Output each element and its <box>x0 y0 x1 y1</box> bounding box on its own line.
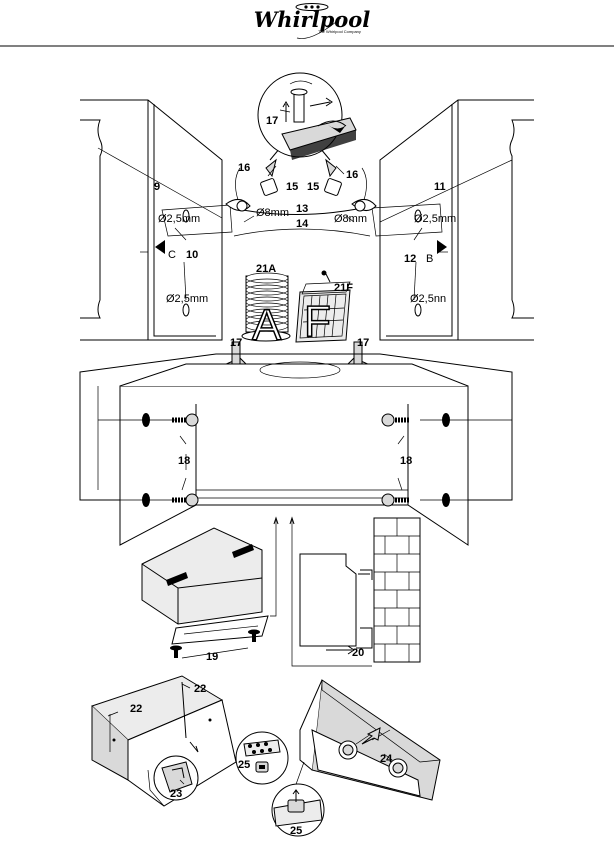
callout-labels: 17 16 16 15 15 9 11 13 14 10 12 21A 21F … <box>130 115 446 837</box>
hood-rear-view <box>91 675 237 807</box>
callout-16-left: 16 <box>238 162 250 174</box>
callout-21f: 21F <box>334 282 353 294</box>
side-letter-b: B <box>426 253 433 265</box>
callout-21a: 21A <box>256 263 276 275</box>
callout-15-left: 15 <box>286 181 298 193</box>
callout-11: 11 <box>434 181 446 193</box>
carbon-filter-letter: A <box>252 301 282 350</box>
grease-filter-clip-detail-a <box>235 731 289 785</box>
callout-17-right: 17 <box>357 337 369 349</box>
callout-13: 13 <box>296 203 308 215</box>
right-wall-cabinet <box>371 99 534 341</box>
callout-18-right: 18 <box>400 455 412 467</box>
brand-name: Whirlpool <box>254 7 371 32</box>
hood-cover-assembly <box>141 516 279 659</box>
dim-left-bottom: Ø2,5mm <box>166 293 208 305</box>
callout-19: 19 <box>206 651 218 663</box>
callout-18-left: 18 <box>178 455 190 467</box>
brand-tagline: The Whirlpool Company <box>318 29 361 34</box>
fixing-screws <box>142 413 450 507</box>
side-letters: C B <box>168 249 433 265</box>
callout-17-left: 17 <box>230 337 242 349</box>
callout-17-top: 17 <box>266 115 278 127</box>
callout-22-side: 22 <box>130 703 142 715</box>
callout-16-right: 16 <box>346 169 358 181</box>
brick-wall <box>373 517 421 663</box>
grease-filter: F <box>295 270 351 347</box>
grease-filter-letter: F <box>304 297 331 346</box>
callout-15-right: 15 <box>307 181 319 193</box>
hood-underside-view <box>293 679 441 801</box>
hood-body <box>79 353 513 546</box>
dim-hole-left: Ø8mm <box>256 207 289 219</box>
left-wall-cabinet <box>80 99 233 341</box>
callout-20: 20 <box>352 647 364 659</box>
callout-9: 9 <box>154 181 160 193</box>
callout-10: 10 <box>186 249 198 261</box>
callout-14: 14 <box>296 218 309 230</box>
dim-left-top: Ø2,5mm <box>158 213 200 225</box>
callout-23: 23 <box>170 788 182 800</box>
dim-hole-right: Ø8mm <box>334 213 367 225</box>
callout-22-top: 22 <box>194 683 206 695</box>
callout-24: 24 <box>380 753 393 765</box>
callout-25-lower: 25 <box>290 825 302 837</box>
brand-logo: Whirlpool The Whirlpool Company <box>254 3 371 39</box>
dimension-labels: Ø2,5mm Ø2,5mm Ø2,5mm Ø2,5nn Ø8mm Ø8mm <box>158 207 456 305</box>
bracket-detail-circle <box>257 72 357 160</box>
leader-lines <box>107 109 448 785</box>
grease-filter-clip-detail-b <box>271 783 325 837</box>
callout-12: 12 <box>404 253 416 265</box>
wall-plug-fixings <box>225 147 377 237</box>
callout-25-upper: 25 <box>238 759 250 771</box>
wall-bracket-section <box>289 516 373 667</box>
dim-right-top: Ø2,5mm <box>414 213 456 225</box>
dim-right-bottom: Ø2,5nn <box>410 293 446 305</box>
carbon-filter: A <box>241 272 291 351</box>
side-letter-c: C <box>168 249 176 261</box>
